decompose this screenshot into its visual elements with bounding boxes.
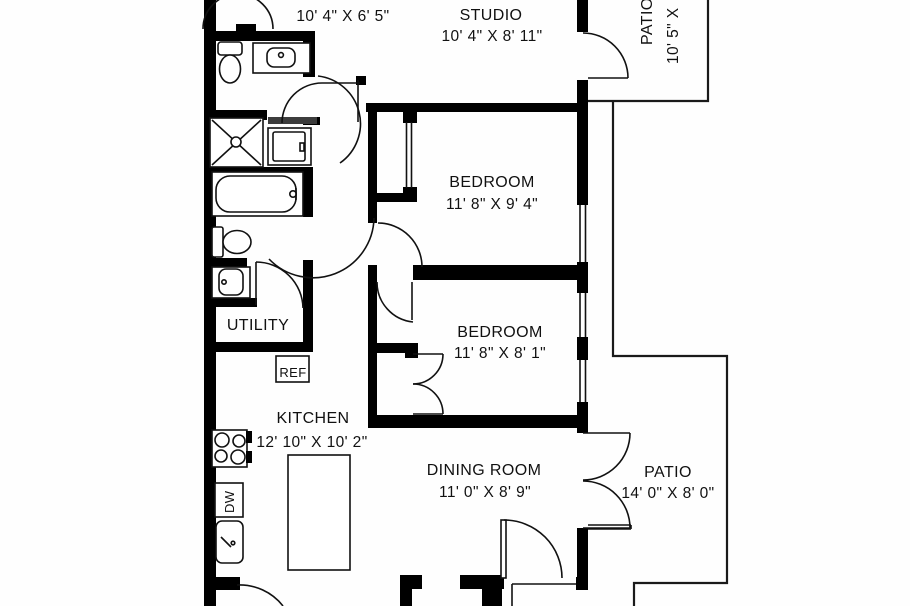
labels: 10' 4" X 6' 5" STUDIO 10' 4" X 8' 11" PA… <box>222 0 714 513</box>
shower <box>209 117 264 168</box>
wall-closet1-stub-bottom <box>403 187 417 202</box>
stove <box>211 429 252 468</box>
utility-door-arc <box>255 261 304 309</box>
patio-step <box>588 524 632 530</box>
wall-washer-band <box>268 117 317 124</box>
wall-bath2-right-upper <box>303 167 313 217</box>
window-bedroom1 <box>579 205 587 262</box>
studio-patio-door-arc <box>582 32 629 79</box>
fixtures <box>209 41 351 571</box>
wall-bedroom2-bottom <box>368 415 586 428</box>
entry-top-door-arc <box>202 0 274 30</box>
window-bedroom2-a <box>579 293 587 337</box>
label-dishwasher: DW <box>222 490 237 513</box>
wall-shower-top <box>210 110 267 120</box>
room-label-entry-dims: 10' 4" X 6' 5" <box>296 8 389 25</box>
wall-bedroom2-left <box>368 265 377 428</box>
closet2-door-arc-bottom <box>412 383 444 415</box>
kitchen-sink <box>215 520 244 564</box>
room-label-dining-dims: 11' 0" X 8' 9" <box>439 484 531 501</box>
room-label-bedroom1: BEDROOM <box>449 174 534 191</box>
wall-bedroom1-top <box>366 103 586 112</box>
wall-toilet-nook <box>204 258 247 267</box>
wall-closet1-bottom <box>377 193 403 202</box>
entry-door-arc <box>503 519 563 579</box>
label-refrigerator: REF <box>279 365 306 380</box>
walls <box>204 0 588 606</box>
room-label-studio-dims: 10' 4" X 8' 11" <box>441 28 542 45</box>
wall-bottom-mid-stub-a <box>400 575 422 589</box>
washer <box>267 127 312 166</box>
room-label-bedroom2: BEDROOM <box>457 324 542 341</box>
bedroom1-door-arc <box>377 222 423 268</box>
wall-bath1-top <box>204 31 315 41</box>
room-label-patio-top: PATIO <box>639 0 656 45</box>
closet2-door-leaves <box>413 353 443 415</box>
wall-right-4 <box>577 337 588 360</box>
wall-closet1-stub-top <box>403 107 417 123</box>
dining-patio-door-arc-top <box>582 432 631 481</box>
closet2-door-arc-top <box>412 353 444 385</box>
doors <box>202 0 631 606</box>
windows <box>579 205 587 402</box>
wall-bath2-right-lower <box>303 260 313 352</box>
wall-kitchen-bottom-stub <box>204 577 240 590</box>
wall-right-5 <box>577 402 588 433</box>
bath1-door-arc <box>317 75 362 164</box>
room-label-utility: UTILITY <box>227 317 289 334</box>
wall-right-2 <box>577 80 588 205</box>
bedroom2-door-arc <box>376 281 414 323</box>
window-bedroom2-b <box>579 360 587 402</box>
wall-doorstub <box>356 76 366 85</box>
wall-right-1 <box>577 0 588 32</box>
toilet-2 <box>211 226 252 258</box>
wall-right-3 <box>577 262 588 293</box>
kitchen-island <box>287 454 351 571</box>
room-label-studio: STUDIO <box>460 7 523 24</box>
bath2-door-arc <box>268 217 375 279</box>
entry-door-leaf <box>500 519 507 579</box>
hall-top-door-arc <box>281 82 323 124</box>
wall-vanity-nook <box>204 298 257 307</box>
wall-bedrooms-divider <box>413 265 586 280</box>
wall-bottom-mid-stub-b <box>400 588 412 606</box>
toilet-1 <box>217 41 243 84</box>
vanity-sink-2 <box>211 266 251 299</box>
kitchen-door-arc <box>236 584 284 606</box>
room-label-patio-top-dims: 10' 5" X <box>665 7 682 64</box>
wall-utility-bottom <box>204 342 313 352</box>
entry-stoop <box>511 583 577 606</box>
wall-bedroom1-left <box>368 103 377 223</box>
dining-patio-door-arc-bottom <box>582 480 631 529</box>
bathtub <box>211 171 304 217</box>
room-label-patio-bottom: PATIO <box>644 464 692 481</box>
room-label-kitchen-dims: 12' 10" X 10' 2" <box>256 434 367 451</box>
patio-outlines <box>511 0 729 606</box>
wall-entry-left-down <box>482 578 502 606</box>
closet1-slider <box>405 122 413 188</box>
room-label-kitchen: KITCHEN <box>276 410 349 427</box>
patio-boundary <box>588 0 729 606</box>
room-label-patio-bottom-dims: 14' 0" X 8' 0" <box>621 485 714 502</box>
wall-entry-stub <box>236 24 256 34</box>
room-label-dining: DINING ROOM <box>427 462 542 479</box>
dining-patio-door-leaves <box>583 432 630 529</box>
hall-top-door-leaf <box>322 80 360 122</box>
wall-closet2-top <box>377 343 418 353</box>
wall-right-6 <box>577 528 588 580</box>
room-label-bedroom1-dims: 11' 8" X 9' 4" <box>446 196 538 213</box>
refrigerator <box>275 355 310 383</box>
room-label-bedroom2-dims: 11' 8" X 8' 1" <box>454 345 546 362</box>
vanity-sink-1 <box>252 42 311 74</box>
wall-closet2-stub <box>405 343 418 358</box>
dishwasher <box>214 482 244 518</box>
wall-entry-right <box>576 577 588 590</box>
